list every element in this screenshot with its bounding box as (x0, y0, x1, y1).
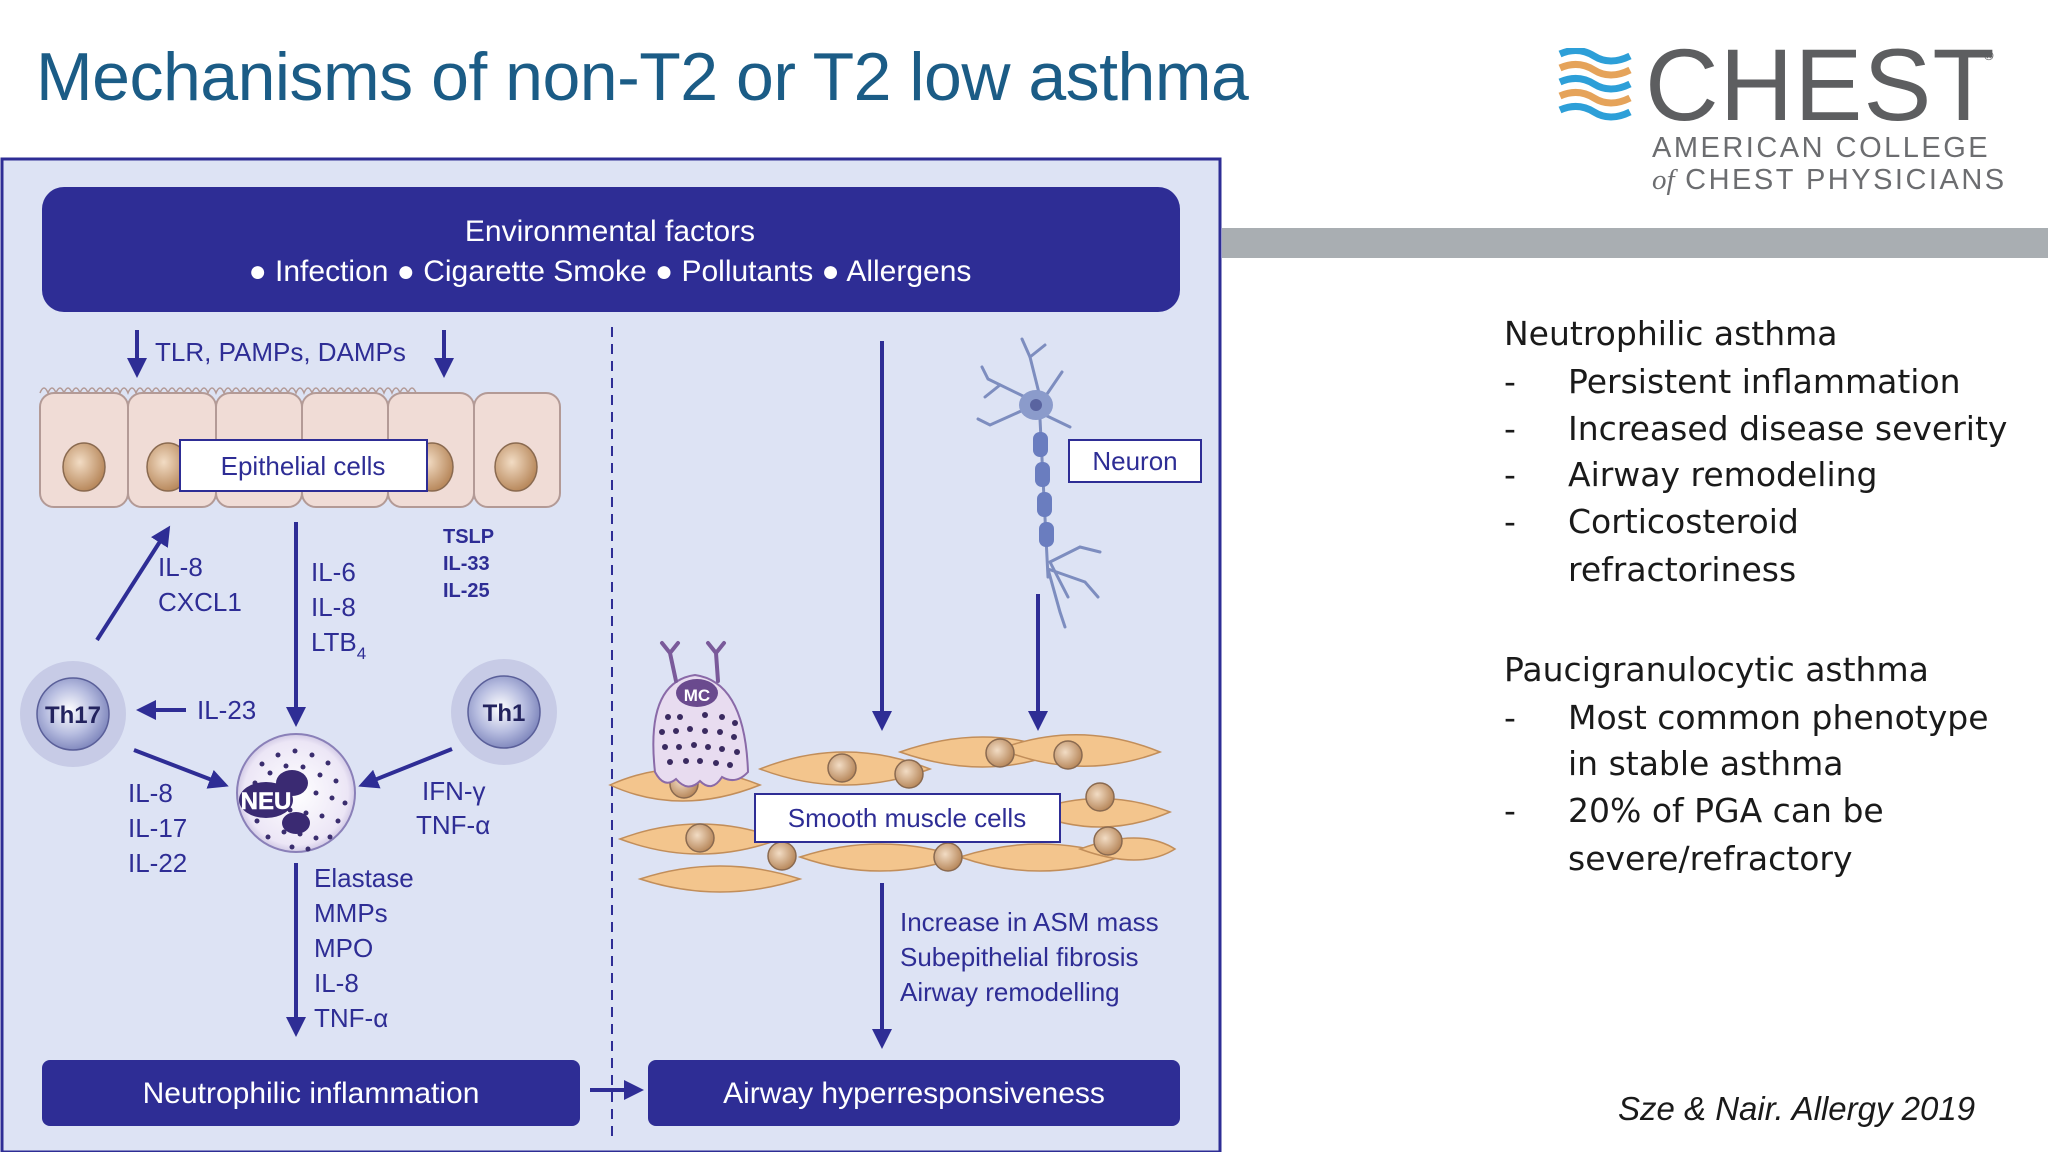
th17-to-neu-arrow (133, 748, 229, 789)
tnf-label: TNF-α (416, 810, 490, 840)
accent-bar (1222, 228, 2048, 258)
ltb-subscript: 4 (357, 644, 366, 663)
receptors-label: TLR, PAMPs, DAMPs (155, 337, 406, 367)
il8b-label: IL-8 (311, 592, 356, 622)
bullet: - (1504, 455, 1516, 494)
logo-wordmark: CHEST (1645, 28, 1996, 142)
il8d-label: IL-8 (314, 968, 359, 998)
neuron-nucleus-icon (1030, 399, 1042, 411)
outcome-left-box (42, 1060, 580, 1126)
environment-factors: ● Infection ● Cigarette Smoke ● Pollutan… (249, 255, 972, 288)
th17-to-epithelium-arrow (95, 525, 171, 642)
neuron-label-box (1068, 439, 1202, 483)
note-item: 20% of PGA can be (1568, 791, 1884, 830)
outcome-right-box (648, 1060, 1180, 1126)
il23-label: IL-23 (197, 695, 256, 725)
th17-cell-icon (36, 677, 110, 751)
il8-label: IL-8 (158, 552, 203, 582)
environment-title: Environmental factors (465, 215, 755, 248)
epithelial-label: Epithelial cells (221, 451, 386, 481)
mpo-label: MPO (314, 933, 373, 963)
bullet: - (1504, 698, 1516, 737)
epithelial-label-box (179, 439, 428, 492)
environment-banner (42, 187, 1180, 312)
logo-subtitle-line2: of CHEST PHYSICIANS (1652, 164, 2007, 197)
elastase-label: Elastase (314, 863, 414, 893)
note-item: Increased disease severity (1568, 409, 2008, 448)
ifn-label: IFN-γ (422, 776, 486, 806)
chest-logo-mark-icon (1558, 48, 1632, 121)
logo-line2-rest: CHEST PHYSICIANS (1685, 164, 2007, 196)
citation: Sze & Nair. Allergy 2019 (1618, 1090, 1976, 1127)
smooth-label: Smooth muscle cells (788, 803, 1026, 833)
remodel-fibrosis: Subepithelial fibrosis (900, 942, 1138, 972)
note-item: Airway remodeling (1568, 455, 1878, 494)
bullet: - (1504, 502, 1516, 541)
il17-label: IL-17 (128, 813, 187, 843)
th1-cell-icon (467, 675, 541, 749)
bullet: - (1504, 409, 1516, 448)
note-item: Most common phenotype (1568, 698, 1989, 737)
bullet: - (1504, 791, 1516, 830)
cxcl1-label: CXCL1 (158, 587, 242, 617)
neu-label: NEU (241, 788, 292, 815)
th1-to-neu-arrow (358, 747, 453, 789)
th17-label: Th17 (45, 702, 101, 729)
paucigranulocytic-heading: Paucigranulocytic asthma (1504, 650, 1929, 689)
il25-label: IL-25 (443, 580, 490, 602)
bullet: - (1504, 362, 1516, 401)
tnf2-label: TNF-α (314, 1003, 388, 1033)
ltb4-label: LTB4 (311, 627, 366, 663)
neuron-label: Neuron (1092, 446, 1177, 476)
note-item: Corticosteroid (1568, 502, 1799, 541)
il22-label: IL-22 (128, 848, 187, 878)
note-item-cont: in stable asthma (1568, 744, 1844, 783)
neutrophilic-heading: Neutrophilic asthma (1504, 314, 1838, 353)
note-item-cont: refractoriness (1568, 550, 1797, 589)
slide-title: Mechanisms of non-T2 or T2 low asthma (36, 39, 1249, 115)
th1-label: Th1 (483, 700, 526, 727)
remodel-airway: Airway remodelling (900, 977, 1120, 1007)
asthma-mechanism-diagram: Environmental factors ● Infection ● Ciga… (0, 157, 1222, 1152)
outcome-left: Neutrophilic inflammation (143, 1077, 480, 1110)
mmps-label: MMPs (314, 898, 388, 928)
mc-label: MC (684, 686, 710, 705)
logo-registered-mark: ® (1984, 48, 1994, 63)
neutrophil-cell-icon (236, 733, 356, 853)
note-item-cont: severe/refractory (1568, 839, 1853, 878)
note-item: Persistent inflammation (1568, 362, 1961, 401)
il6-label: IL-6 (311, 557, 356, 587)
neuron-myelin-icon (1033, 432, 1054, 547)
remodel-asm: Increase in ASM mass (900, 907, 1159, 937)
outcome-right: Airway hyperresponsiveness (723, 1077, 1105, 1110)
ltb-text: LTB (311, 627, 357, 657)
tslp-label: TSLP (443, 526, 494, 548)
il8c-label: IL-8 (128, 778, 173, 808)
smooth-label-box (754, 793, 1061, 843)
logo-of: of (1652, 164, 1675, 196)
il33-label: IL-33 (443, 553, 490, 575)
logo-subtitle-line1: AMERICAN COLLEGE (1652, 132, 1991, 164)
mast-cell-icon (652, 641, 750, 788)
